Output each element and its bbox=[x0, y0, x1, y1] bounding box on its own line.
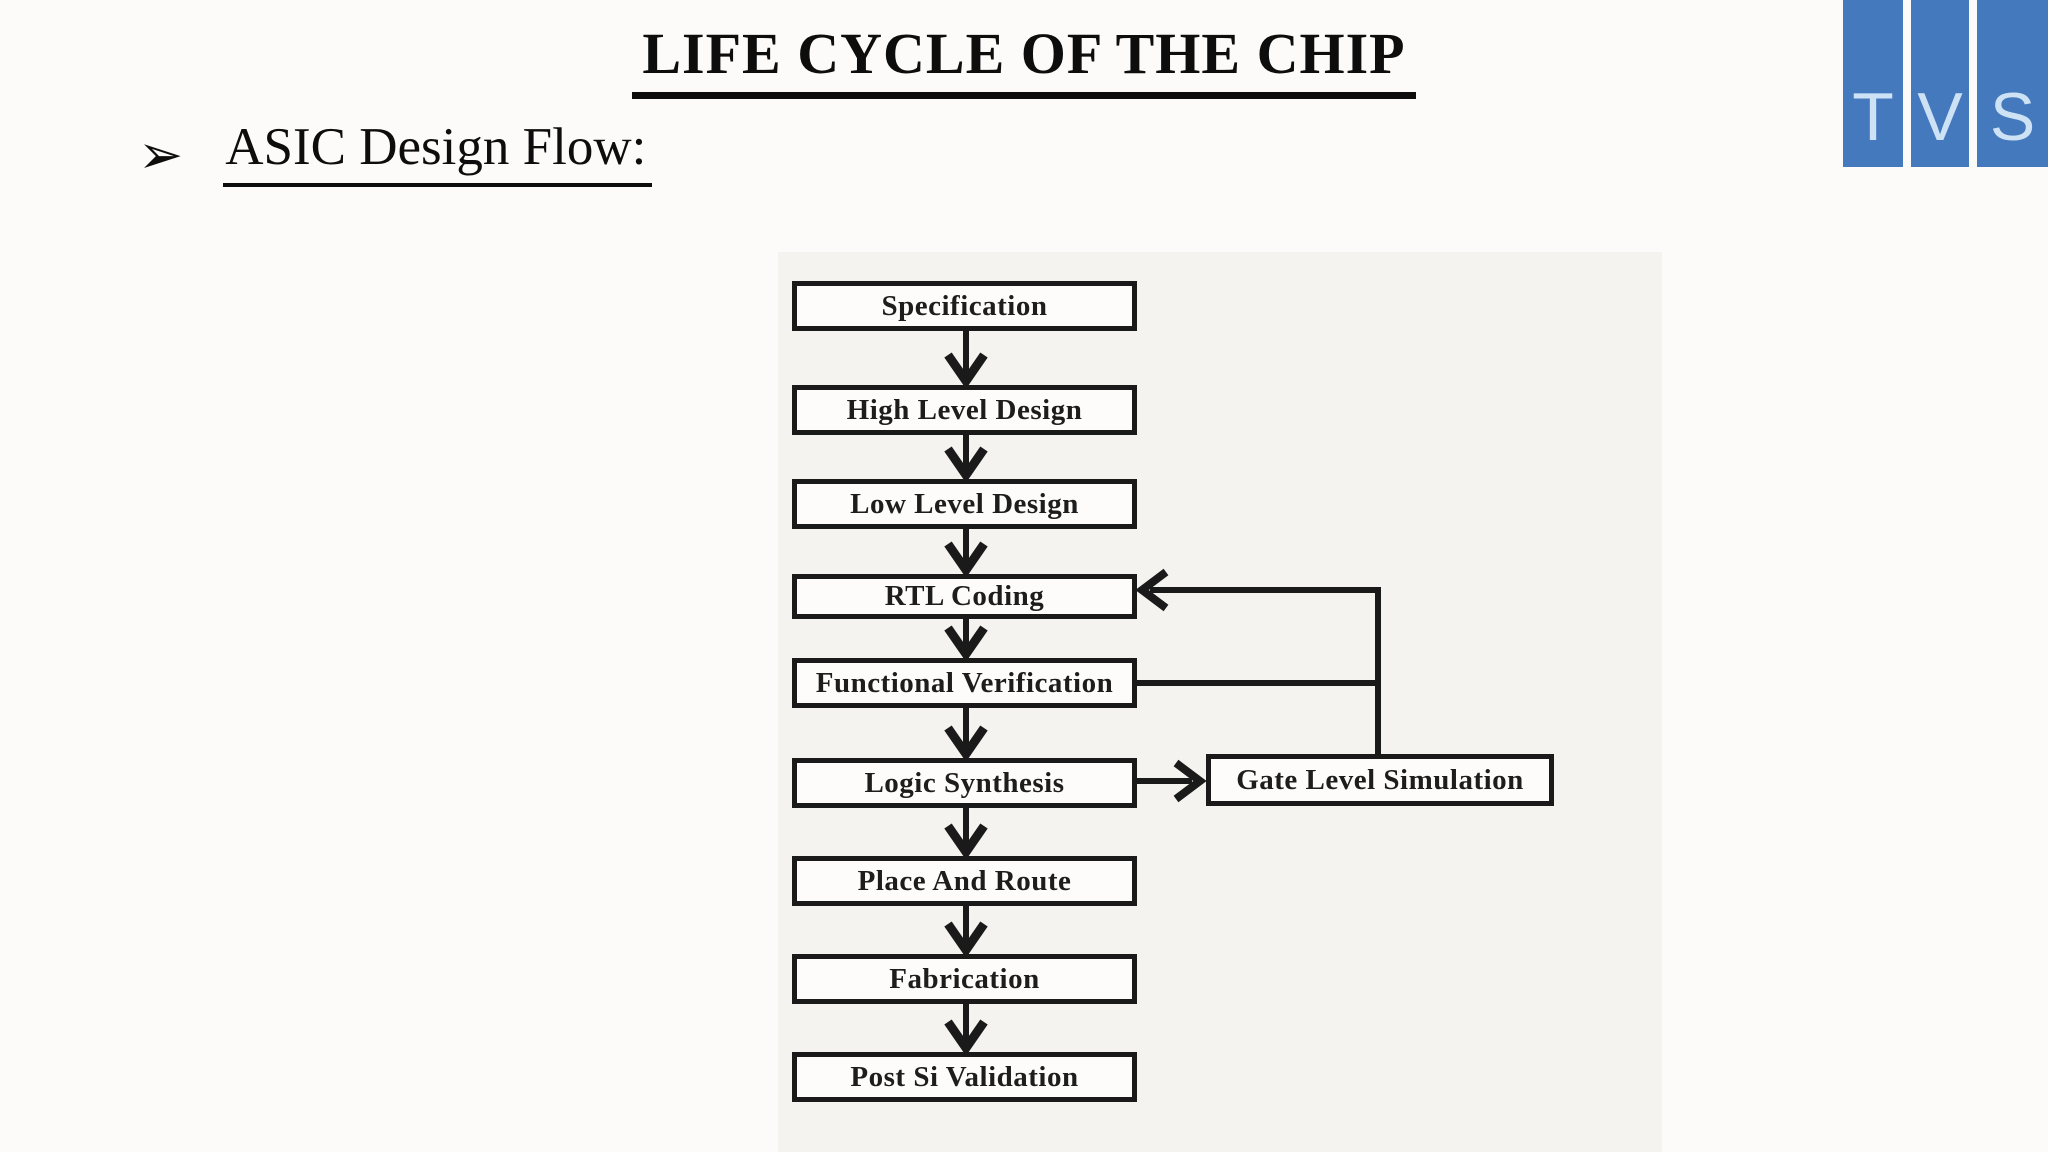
flow-node-label: Functional Verification bbox=[815, 666, 1114, 699]
bullet-label: ASIC Design Flow: bbox=[223, 116, 653, 187]
flow-node-label: Specification bbox=[881, 289, 1048, 322]
tvs-logo: T V S bbox=[1843, 0, 2048, 167]
arrow-bullet-icon: ➢ bbox=[138, 123, 184, 186]
flow-node-logic-synthesis: Logic Synthesis bbox=[792, 758, 1137, 808]
logo-tile-v: V bbox=[1911, 0, 1969, 167]
flow-node-label: High Level Design bbox=[846, 393, 1083, 426]
flow-node-post-si-validation: Post Si Validation bbox=[792, 1052, 1137, 1102]
flow-node-label: RTL Coding bbox=[884, 580, 1045, 612]
flow-node-fabrication: Fabrication bbox=[792, 954, 1137, 1004]
flow-node-label: Post Si Validation bbox=[850, 1060, 1079, 1093]
title-wrap: LIFE CYCLE OF THE CHIP bbox=[0, 21, 2048, 99]
flow-node-gate-level-simulation: Gate Level Simulation bbox=[1206, 754, 1554, 806]
bullet-row: ➢ ASIC Design Flow: bbox=[138, 116, 653, 187]
page-title: LIFE CYCLE OF THE CHIP bbox=[632, 21, 1416, 99]
logo-letter-t: T bbox=[1852, 79, 1894, 155]
logo-tile-s: S bbox=[1977, 0, 2048, 167]
logo-tile-t: T bbox=[1843, 0, 1903, 167]
flow-node-specification: Specification bbox=[792, 281, 1137, 331]
flow-node-label: Place And Route bbox=[857, 864, 1072, 897]
flow-node-functional-verification: Functional Verification bbox=[792, 658, 1137, 708]
logo-letter-s: S bbox=[1989, 79, 2036, 155]
flow-node-low-level-design: Low Level Design bbox=[792, 479, 1137, 529]
flow-node-rtl-coding: RTL Coding bbox=[792, 574, 1137, 619]
flow-node-label: Logic Synthesis bbox=[864, 766, 1065, 799]
flow-node-label: Low Level Design bbox=[850, 487, 1079, 520]
flow-node-place-and-route: Place And Route bbox=[792, 856, 1137, 906]
flow-node-high-level-design: High Level Design bbox=[792, 385, 1137, 435]
logo-letter-v: V bbox=[1917, 79, 1963, 155]
flow-node-label: Gate Level Simulation bbox=[1236, 763, 1524, 796]
flow-node-label: Fabrication bbox=[889, 962, 1040, 995]
